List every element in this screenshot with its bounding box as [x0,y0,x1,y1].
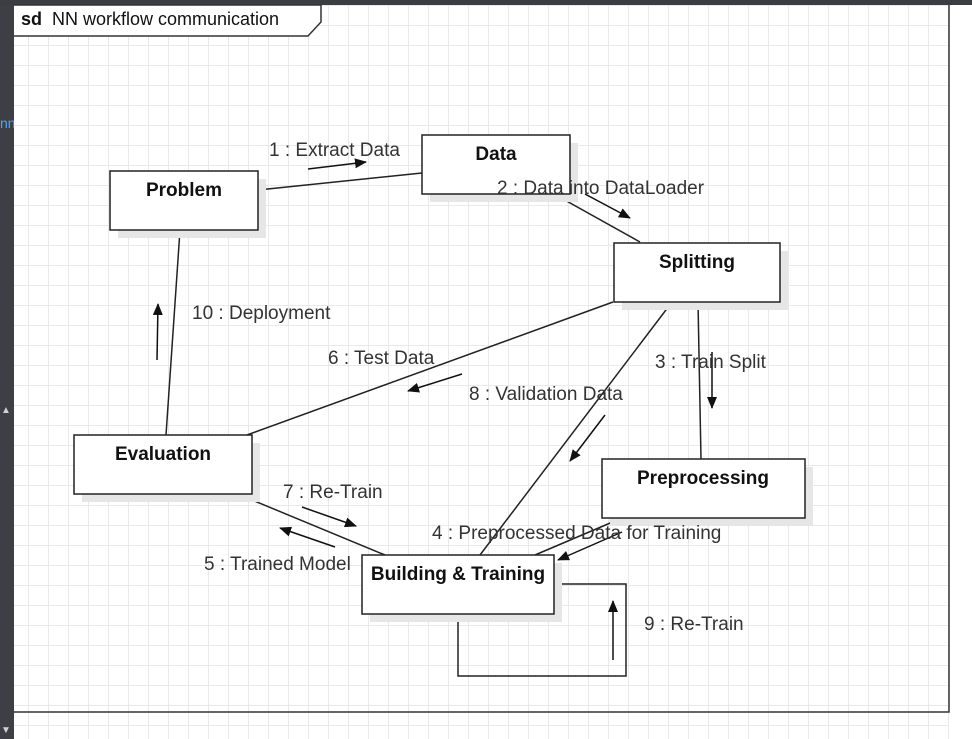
sd-frame: sd NN workflow communication [14,4,950,713]
node-preprocessing-label: Preprocessing [637,468,769,489]
node-building-training-label: Building & Training [371,564,545,585]
msg-2-label: 2 : Data into DataLoader [497,178,705,199]
node-evaluation[interactable]: Evaluation [73,434,260,502]
msg-5-label: 5 : Trained Model [204,554,351,575]
node-splitting-label: Splitting [659,252,735,273]
frame-title: NN workflow communication [52,9,279,29]
arrow-re-train [301,506,357,528]
node-data[interactable]: Data [421,134,578,202]
left-side-panel: nn ▲ ▼ [0,5,16,739]
node-splitting[interactable]: Splitting [613,242,788,310]
collapse-arrow-icon[interactable]: ▲ [1,405,11,416]
link-splitting-preprocessing[interactable] [697,301,702,460]
node-data-label: Data [475,144,517,165]
msg-8-label: 8 : Validation Data [469,384,623,405]
message-arrows [152,158,717,660]
node-evaluation-label: Evaluation [115,444,211,465]
msg-1-label: 1 : Extract Data [269,140,400,161]
link-splitting-building[interactable] [479,301,673,556]
arrow-extract-data [307,158,367,170]
link-splitting-evaluation[interactable] [246,301,614,436]
side-tab-label[interactable]: nn [0,115,16,131]
arrow-trained-model [279,526,336,548]
msg-10-label: 10 : Deployment [192,303,331,324]
msg-7-label: 7 : Re-Train [283,482,383,503]
arrow-data-into-dataloader [584,193,631,219]
arrow-test-data [407,373,463,393]
arrow-preprocessed-data [557,531,623,561]
frame-keyword: sd [21,9,42,29]
arrow-validation-data [569,414,606,462]
scroll-down-arrow-icon[interactable]: ▼ [1,725,11,736]
msg-4-label: 4 : Preprocessed Data for Training [432,523,721,544]
link-evaluation-problem[interactable] [165,229,181,436]
msg-6-label: 6 : Test Data [328,348,435,369]
msg-3-label: 3 : Train Split [655,352,767,373]
node-problem-label: Problem [146,180,222,201]
link-evaluation-building[interactable] [239,494,386,556]
arrow-deployment [152,303,163,361]
link-problem-data[interactable] [257,172,423,191]
link-preprocessing-building[interactable] [534,517,623,556]
window-top-bar [0,0,972,5]
canvas-margin [949,5,972,739]
msg-9-label: 9 : Re-Train [644,614,744,635]
message-labels: 1 : Extract Data 2 : Data into DataLoade… [192,140,767,635]
link-building-self[interactable] [457,583,627,677]
node-preprocessing[interactable]: Preprocessing [601,458,813,526]
node-building-training[interactable]: Building & Training [361,554,562,622]
node-problem[interactable]: Problem [109,170,266,238]
